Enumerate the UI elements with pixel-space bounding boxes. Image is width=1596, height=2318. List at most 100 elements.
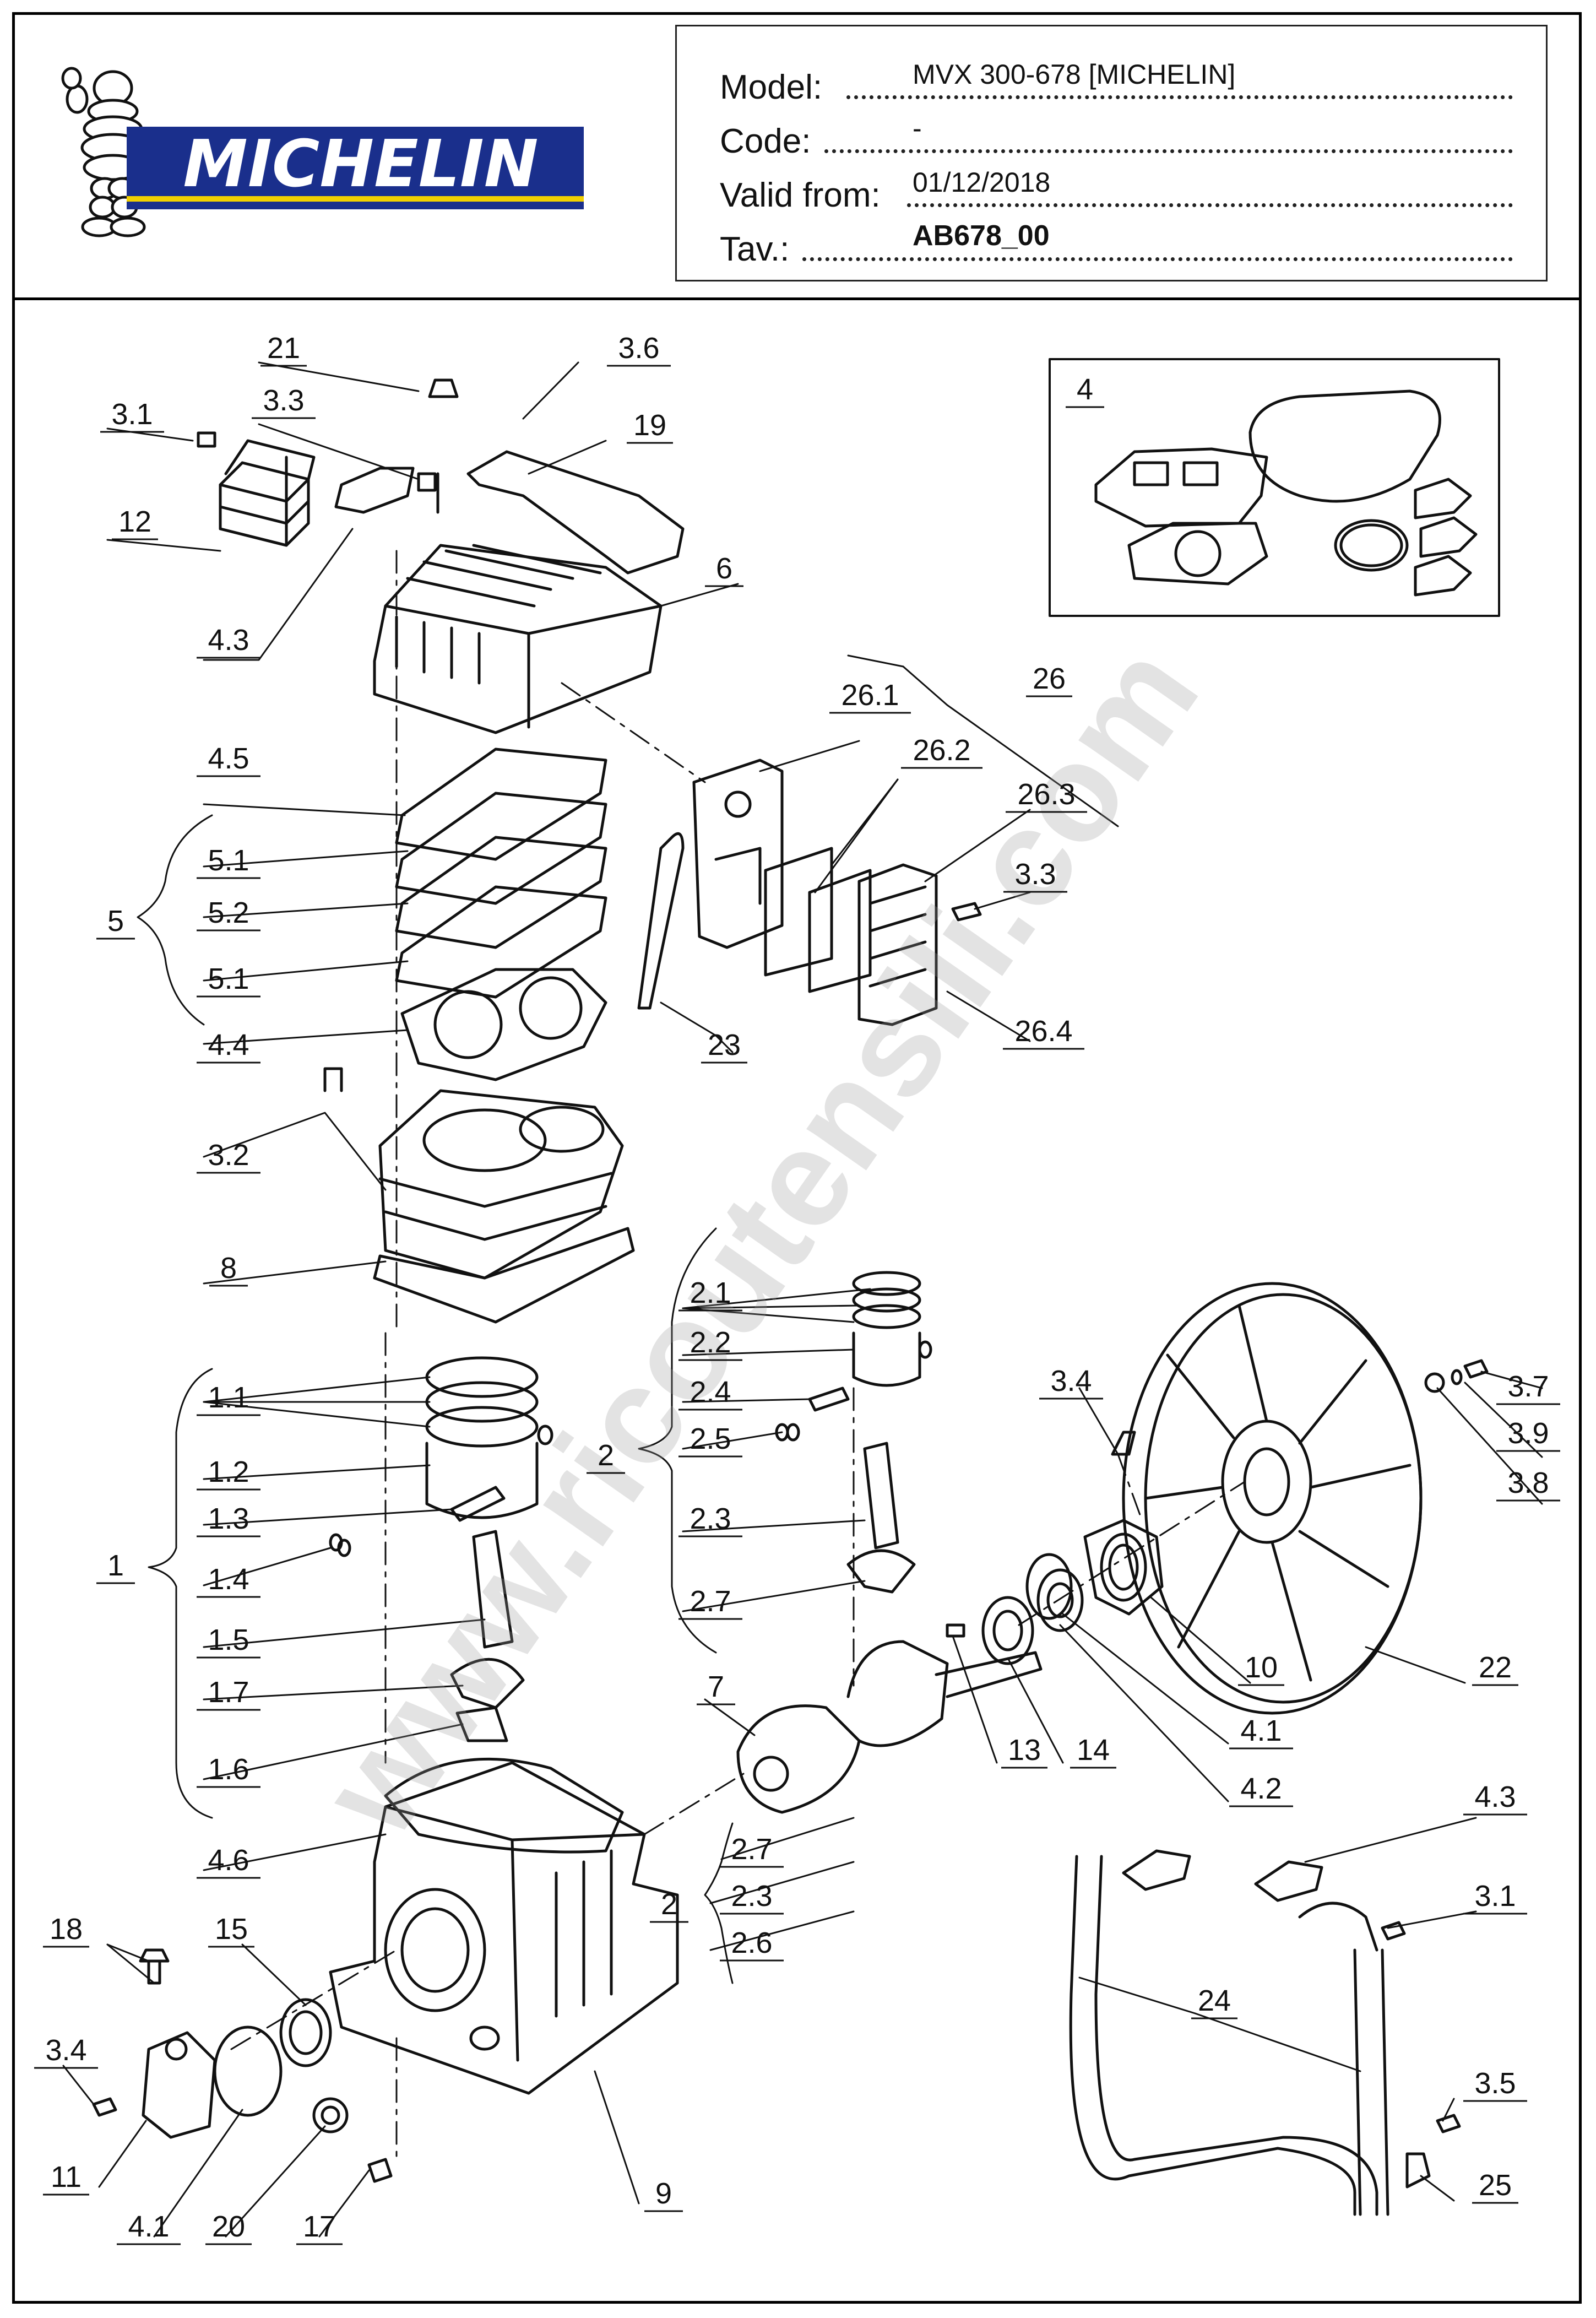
- part-label-2-3a: 2.3: [690, 1502, 731, 1535]
- part-label-17: 17: [303, 2210, 336, 2243]
- part-label-2-7a: 2.7: [690, 1585, 731, 1618]
- washer-3-9-icon: [1451, 1369, 1463, 1385]
- cylinder-head-icon: [373, 544, 663, 734]
- crankcase-gasket-icon: [384, 1757, 624, 1854]
- washer-3-8-icon: [1424, 1372, 1445, 1393]
- michelin-logo: MICHELIN: [61, 66, 589, 242]
- part-label-4-2: 4.2: [1240, 1772, 1282, 1805]
- bibendum-mascot-icon: [61, 67, 161, 237]
- filter-element-icon: [764, 847, 833, 977]
- part-label-26-1: 26.1: [841, 679, 899, 712]
- model-value: MVX 300-678 [MICHELIN]: [913, 59, 1236, 90]
- part-label-2a: 2: [598, 1439, 614, 1472]
- part-label-2-6: 2.6: [731, 1926, 772, 1959]
- bolt-3-1-icon: [197, 431, 216, 448]
- clamp-25-icon: [1405, 2152, 1431, 2189]
- model-label: Model:: [720, 68, 823, 106]
- part-label-11: 11: [51, 2160, 82, 2194]
- gasket-kit-box: [1049, 358, 1500, 617]
- gasket-4-3b-icon: [1122, 1849, 1191, 1891]
- oil-seal-15-icon: [279, 1998, 332, 2067]
- part-label-4-4: 4.4: [208, 1028, 249, 1061]
- part-label-6: 6: [716, 552, 732, 585]
- valid-from-label: Valid from:: [720, 176, 881, 214]
- part-label-20: 20: [212, 2210, 245, 2243]
- part-label-2-3b: 2.3: [731, 1880, 772, 1913]
- crankshaft-icon: [736, 1640, 1043, 1814]
- drain-plug-17-icon: [367, 2158, 393, 2183]
- air-filter-icon: [219, 439, 316, 547]
- crankcase-icon: [329, 1761, 679, 2095]
- breather-tube-icon: [637, 832, 685, 1010]
- air-silencer-housing-icon: [692, 759, 784, 949]
- part-label-3-6: 3.6: [618, 332, 659, 365]
- part-label-3-1b: 3.1: [1474, 1880, 1516, 1913]
- crankcase-cover-icon: [142, 2031, 216, 2139]
- bolt-3-2-icon: [323, 1067, 343, 1092]
- brand-banner: [127, 127, 584, 209]
- model-row: Model: MVX 300-678 [MICHELIN]: [720, 54, 1513, 107]
- part-label-26-4: 26.4: [1014, 1015, 1072, 1048]
- part-label-3-8: 3.8: [1507, 1466, 1549, 1499]
- part-label-2b: 2: [661, 1888, 677, 1921]
- part-label-2-5: 2.5: [690, 1422, 731, 1455]
- part-label-5: 5: [107, 905, 124, 938]
- part-label-4: 4: [1077, 373, 1093, 406]
- part-label-18: 18: [50, 1913, 83, 1946]
- part-label-5-2: 5.2: [208, 896, 249, 929]
- part-label-8: 8: [220, 1252, 237, 1285]
- part-label-1-3: 1.3: [208, 1502, 249, 1535]
- part-label-23: 23: [708, 1028, 741, 1061]
- gasket-4-3c-icon: [1254, 1860, 1323, 1902]
- bolt-3-1b-icon: [1381, 1921, 1406, 1941]
- cylinder-block-icon: [373, 1089, 635, 1324]
- part-label-26-2: 26.2: [913, 734, 970, 767]
- part-label-3-4b: 3.4: [45, 2034, 86, 2067]
- air-silencer-cover-icon: [857, 863, 938, 1026]
- part-label-4-1a: 4.1: [1240, 1714, 1282, 1747]
- header-separator: [12, 297, 1582, 300]
- part-label-21: 21: [267, 332, 300, 365]
- part-label-9: 9: [655, 2177, 672, 2210]
- bolt-3-4-icon: [1111, 1431, 1136, 1456]
- fitting-21-icon: [428, 378, 459, 398]
- piston-assembly-2-icon: [775, 1271, 932, 1594]
- part-label-24: 24: [1198, 1984, 1231, 2017]
- bolt-3-4b-icon: [92, 2097, 117, 2117]
- part-label-3-3b: 3.3: [1014, 858, 1056, 891]
- part-label-2-1: 2.1: [690, 1276, 731, 1309]
- part-label-4-3a: 4.3: [208, 624, 249, 657]
- part-label-19: 19: [633, 409, 666, 442]
- key-13-icon: [946, 1623, 965, 1638]
- code-value: -: [913, 113, 922, 144]
- flywheel-icon: [1122, 1282, 1423, 1715]
- valve-plate-stack-icon: [395, 748, 607, 1081]
- head-cover-icon: [466, 450, 685, 575]
- part-label-3-9: 3.9: [1507, 1417, 1549, 1450]
- part-label-26: 26: [1033, 662, 1066, 695]
- part-label-3-2: 3.2: [208, 1139, 249, 1172]
- part-label-25: 25: [1479, 2169, 1512, 2202]
- o-ring-4-1b-icon: [213, 2025, 283, 2117]
- part-label-13: 13: [1008, 1734, 1041, 1767]
- valid-from-value: 01/12/2018: [913, 167, 1051, 198]
- part-label-2-4: 2.4: [690, 1375, 731, 1409]
- part-label-3-3a: 3.3: [263, 384, 304, 417]
- part-label-1: 1: [107, 1549, 124, 1582]
- part-label-4-1b: 4.1: [128, 2210, 169, 2243]
- part-label-26-3: 26.3: [1017, 778, 1075, 811]
- table-value: AB678_00: [913, 220, 1050, 252]
- part-label-2-7b: 2.7: [731, 1833, 772, 1866]
- part-label-10: 10: [1245, 1651, 1278, 1684]
- delivery-pipe-icon: [1069, 1855, 1389, 2216]
- o-ring-4-1-icon: [1025, 1553, 1073, 1620]
- bolt-3-3b-icon: [951, 902, 982, 922]
- part-label-12: 12: [118, 505, 151, 538]
- part-label-1-5: 1.5: [208, 1623, 249, 1656]
- part-label-3-4a: 3.4: [1050, 1364, 1092, 1398]
- gasket-kit-parts-icon: [1094, 389, 1478, 597]
- watermark-text: www.ricoutensili.com: [292, 618, 1227, 1862]
- bolt-3-5-icon: [1436, 2114, 1461, 2133]
- filter-element-2-icon: [808, 869, 872, 993]
